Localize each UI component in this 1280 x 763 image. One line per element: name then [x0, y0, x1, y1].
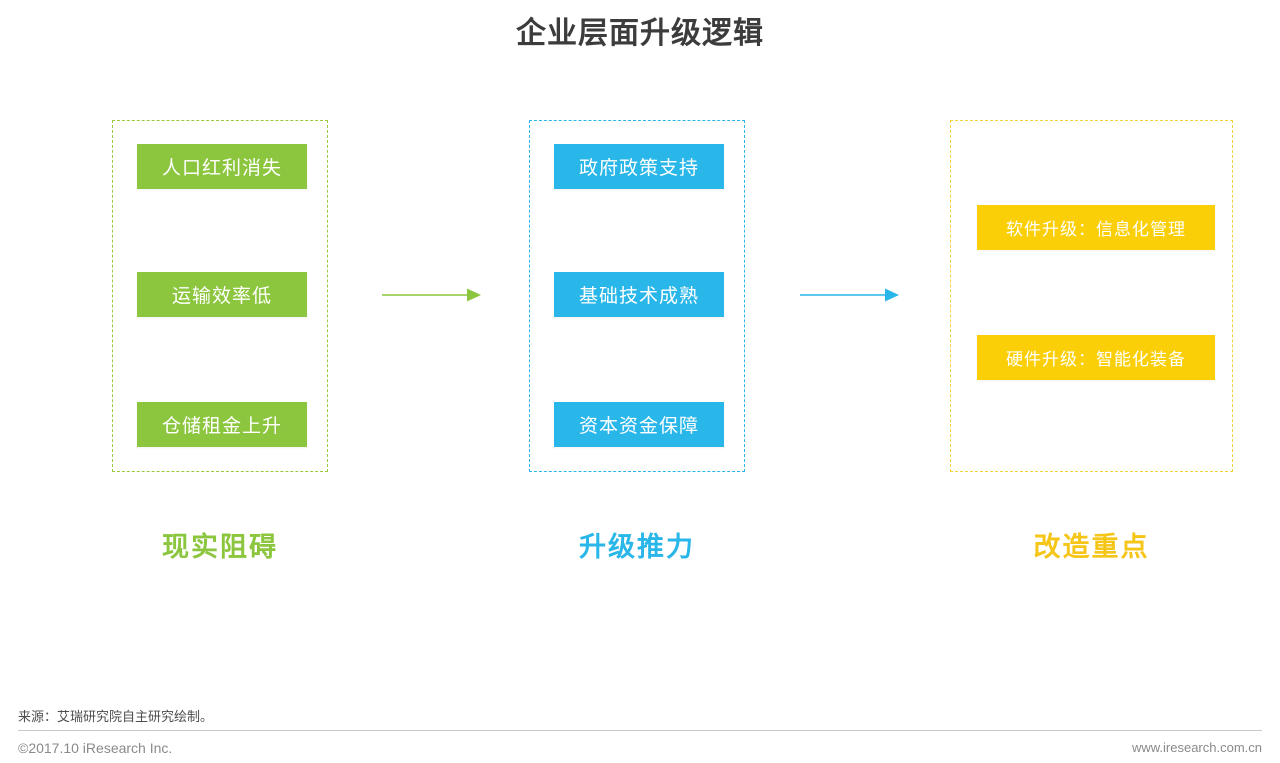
arrow-right-icon-blue	[800, 285, 900, 305]
arrow-right-icon-green	[382, 285, 482, 305]
copyright-text: ©2017.10 iResearch Inc.	[18, 740, 173, 756]
caption-drivers: 升级推力	[579, 532, 695, 562]
chip-obstacle-3[interactable]: 仓储租金上升	[137, 402, 307, 447]
website-link[interactable]: www.iresearch.com.cn	[1131, 740, 1262, 755]
chip-obstacle-1[interactable]: 人口红利消失	[137, 144, 307, 189]
column-focus	[950, 120, 1233, 472]
footer-divider	[18, 730, 1262, 731]
chip-focus-2[interactable]: 硬件升级：智能化装备	[977, 335, 1215, 380]
caption-obstacles: 现实阻碍	[162, 532, 278, 562]
page-title: 企业层面升级逻辑	[516, 17, 764, 50]
chip-driver-2[interactable]: 基础技术成熟	[554, 272, 724, 317]
source-note: 来源：艾瑞研究院自主研究绘制。	[18, 709, 214, 724]
chip-focus-1[interactable]: 软件升级：信息化管理	[977, 205, 1215, 250]
caption-focus: 改造重点	[1033, 532, 1150, 562]
chip-obstacle-2[interactable]: 运输效率低	[137, 272, 307, 317]
chip-driver-1[interactable]: 政府政策支持	[554, 144, 724, 189]
diagram-stage: 人口红利消失 运输效率低 仓储租金上升 政府政策支持 基础技术成熟 资本资金保障…	[112, 120, 1233, 562]
chip-driver-3[interactable]: 资本资金保障	[554, 402, 724, 447]
